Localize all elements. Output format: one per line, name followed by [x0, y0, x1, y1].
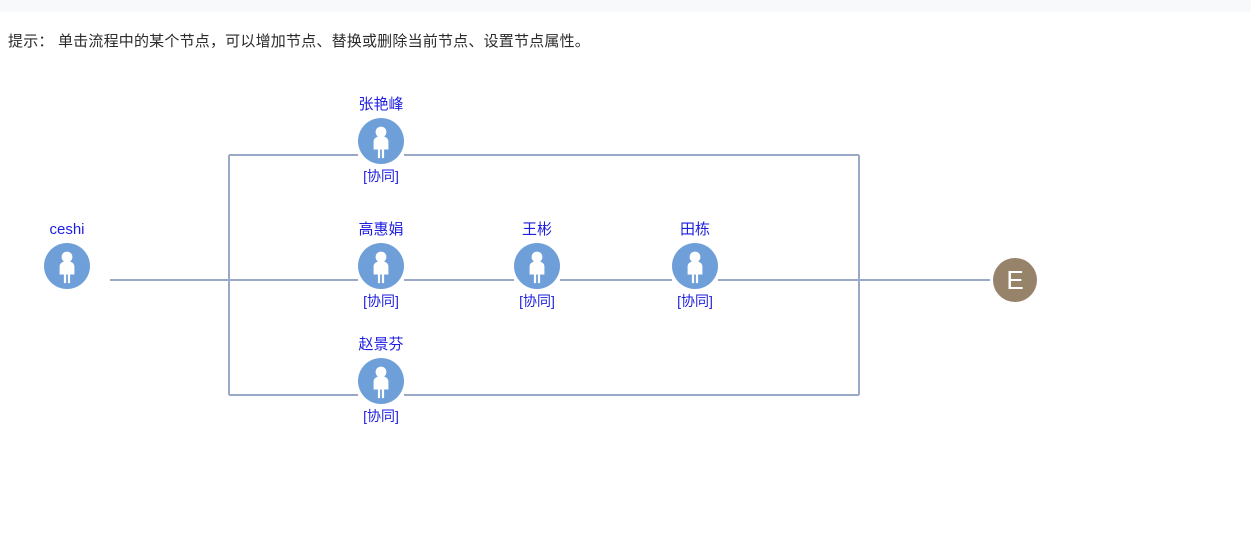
- node-type-label: [7, 292, 127, 312]
- top-strip: [0, 0, 1251, 12]
- node-type-label: [协同]: [519, 293, 555, 309]
- person-avatar-icon[interactable]: [357, 357, 405, 405]
- flow-node-seq-2[interactable]: 田栋 [协同]: [635, 220, 755, 311]
- flow-node-branch-1[interactable]: 张艳峰 [协同]: [321, 95, 441, 186]
- flow-node-branch-2[interactable]: 高惠娟 [协同]: [321, 220, 441, 311]
- person-avatar-icon[interactable]: [671, 242, 719, 290]
- flow-node-seq-1[interactable]: 王彬 [协同]: [477, 220, 597, 311]
- flow-node-end[interactable]: E: [955, 257, 1075, 303]
- flow-node-start[interactable]: ceshi: [7, 220, 127, 312]
- node-name: ceshi: [49, 221, 85, 238]
- tip-text: 提示： 单击流程中的某个节点，可以增加节点、替换或删除当前节点、设置节点属性。: [8, 33, 590, 50]
- node-type-label: [协同]: [363, 168, 399, 184]
- connector-wires: [110, 154, 990, 396]
- node-name: 张艳峰: [358, 96, 404, 113]
- node-type-label: [协同]: [677, 293, 713, 309]
- node-type-label: [协同]: [363, 408, 399, 424]
- end-marker-icon[interactable]: E: [992, 257, 1038, 303]
- person-avatar-icon[interactable]: [43, 242, 91, 290]
- node-name: 赵景芬: [358, 336, 404, 353]
- node-name: 高惠娟: [358, 221, 404, 238]
- node-type-label: [协同]: [363, 293, 399, 309]
- person-avatar-icon[interactable]: [513, 242, 561, 290]
- person-avatar-icon[interactable]: [357, 117, 405, 165]
- flow-node-branch-3[interactable]: 赵景芬 [协同]: [321, 335, 441, 426]
- end-marker-label: E: [1006, 265, 1023, 295]
- node-name: 田栋: [679, 221, 710, 238]
- node-name: 王彬: [521, 221, 552, 238]
- tip-bar: 提示： 单击流程中的某个节点，可以增加节点、替换或删除当前节点、设置节点属性。: [0, 12, 1251, 62]
- person-avatar-icon[interactable]: [357, 242, 405, 290]
- workflow-canvas[interactable]: ceshi 张艳峰 [协同] 高惠娟 [协同] 赵景芬: [0, 62, 1251, 534]
